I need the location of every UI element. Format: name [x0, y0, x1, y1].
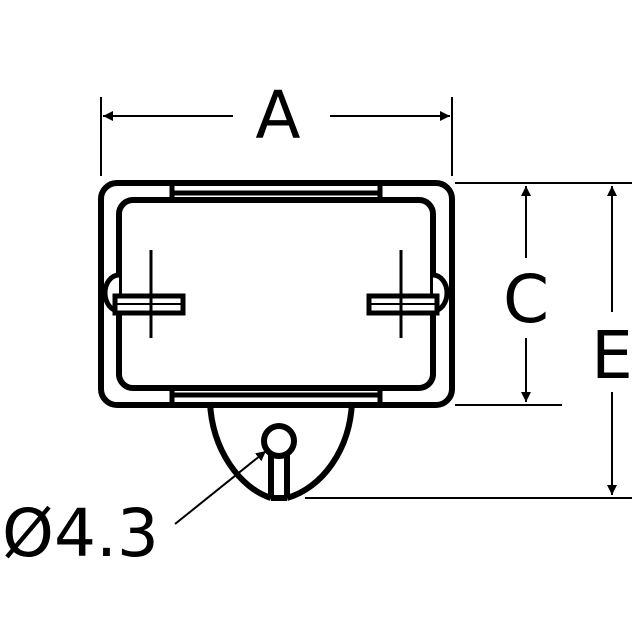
extension-lines [305, 182, 632, 499]
label-a: A [255, 77, 300, 154]
hole-leader [174, 450, 267, 525]
outer-frame [98, 180, 455, 408]
label-c: C [503, 261, 549, 338]
mounting-hole [261, 423, 297, 459]
dimension-a [100, 97, 453, 176]
label-hole-diameter: Ø4.3 [2, 495, 159, 572]
mounting-lug [207, 401, 355, 501]
left-terminal [112, 250, 186, 338]
right-terminal [366, 250, 440, 338]
label-e: E [591, 317, 633, 394]
